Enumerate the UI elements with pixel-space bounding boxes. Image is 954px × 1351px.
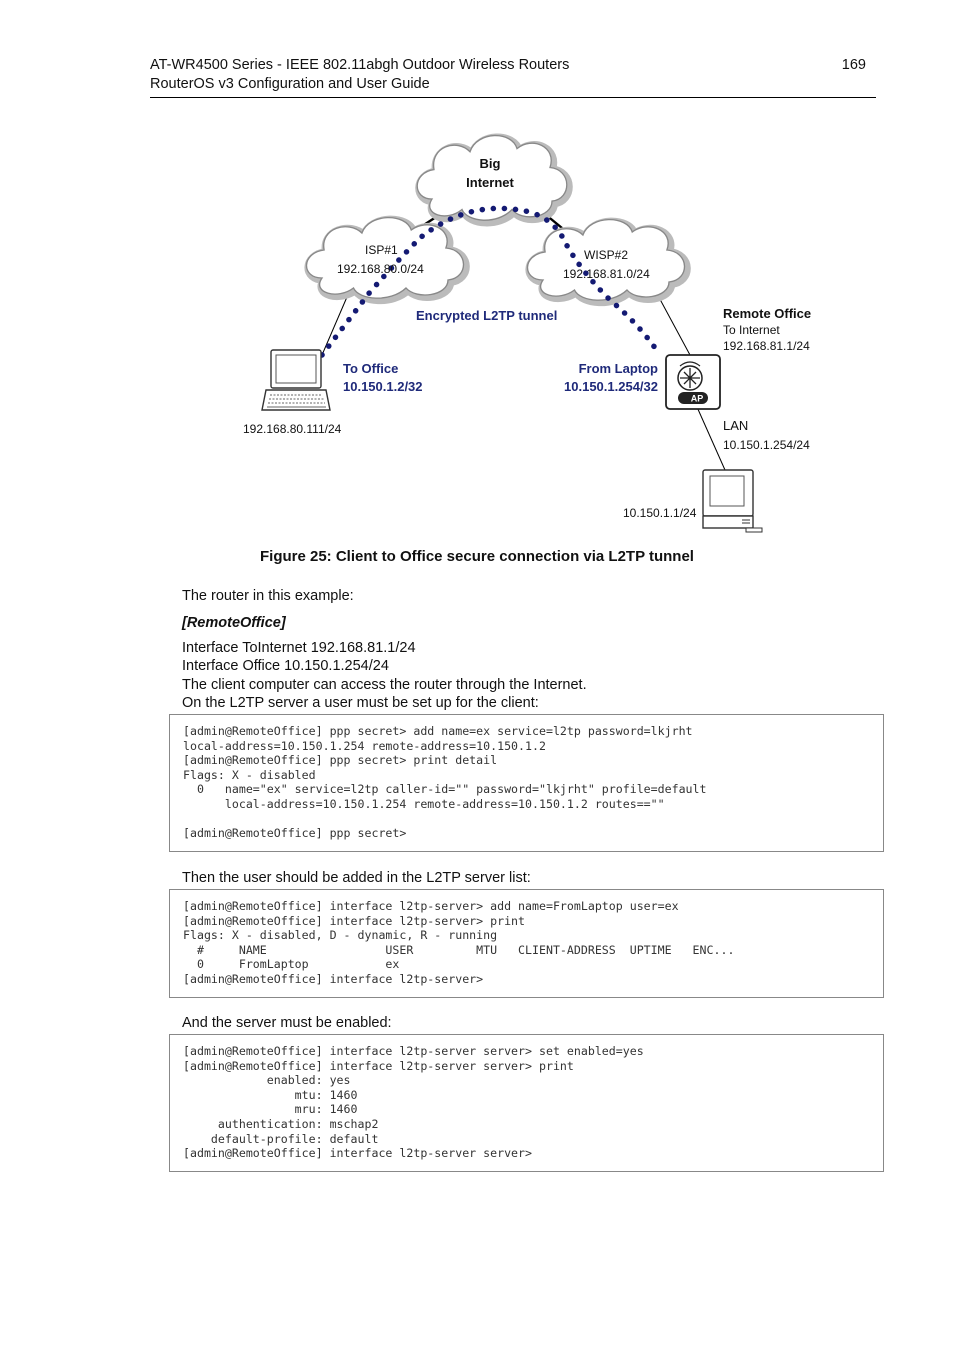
wisp-name: WISP#2 — [584, 248, 628, 262]
remote-office-title: Remote Office — [723, 306, 811, 321]
body-line: On the L2TP server a user must be set up… — [182, 695, 539, 711]
enable-text: And the server must be enabled: — [182, 1015, 392, 1031]
lan-ip: 10.150.1.254/24 — [723, 438, 810, 452]
cloud-isp1 — [307, 218, 466, 301]
code-block-server-enable: [admin@RemoteOffice] interface l2tp-serv… — [169, 1034, 884, 1172]
body-line: Interface Office 10.150.1.254/24 — [182, 658, 389, 674]
to-office-label: To Office — [343, 361, 398, 376]
section-heading: [RemoteOffice] — [182, 615, 286, 631]
laptop-ip: 192.168.80.111/24 — [243, 422, 342, 436]
from-laptop-label: From Laptop — [579, 361, 658, 376]
tunnel-label: Encrypted L2TP tunnel — [416, 308, 557, 323]
l2tp-tunnel-path — [319, 205, 663, 358]
remote-office-iface: To Internet — [723, 323, 780, 337]
page-number: 169 — [841, 57, 866, 73]
doc-subtitle: RouterOS v3 Configuration and User Guide — [150, 76, 430, 92]
body-line: The client computer can access the route… — [182, 677, 587, 693]
remote-office-ip: 192.168.81.1/24 — [723, 339, 810, 353]
from-laptop-ip: 10.150.1.254/32 — [564, 379, 658, 394]
ap-badge: AP — [691, 394, 704, 404]
access-point-icon: AP — [665, 354, 721, 410]
intro-text: The router in this example: — [182, 588, 354, 604]
code-block-ppp-secret: [admin@RemoteOffice] ppp secret> add nam… — [169, 714, 884, 852]
link-laptop-isp — [321, 289, 351, 356]
link-router-desktop — [692, 397, 726, 471]
isp-name: ISP#1 — [365, 243, 398, 257]
figure-caption: Figure 25: Client to Office secure conne… — [260, 548, 694, 565]
to-office-ip: 10.150.1.2/32 — [343, 379, 423, 394]
code-block-l2tp-server: [admin@RemoteOffice] interface l2tp-serv… — [169, 889, 884, 998]
cloud-label-big: Big — [480, 156, 501, 171]
desktop-ip: 10.150.1.1/24 — [623, 506, 697, 520]
wisp-network: 192.168.81.0/24 — [563, 267, 650, 281]
cloud-label-internet: Internet — [466, 175, 514, 190]
network-diagram: AP Big Internet ISP#1 192.168.80.0/24 WI… — [0, 110, 954, 540]
body-line: Interface ToInternet 192.168.81.1/24 — [182, 640, 416, 656]
lan-label: LAN — [723, 418, 748, 433]
then-text: Then the user should be added in the L2T… — [182, 870, 531, 886]
isp-network: 192.168.80.0/24 — [337, 262, 424, 276]
doc-title: AT-WR4500 Series - IEEE 802.11abgh Outdo… — [150, 57, 570, 73]
page-header: AT-WR4500 Series - IEEE 802.11abgh Outdo… — [150, 55, 876, 98]
laptop-icon — [261, 349, 331, 411]
desktop-computer-icon — [702, 469, 763, 533]
